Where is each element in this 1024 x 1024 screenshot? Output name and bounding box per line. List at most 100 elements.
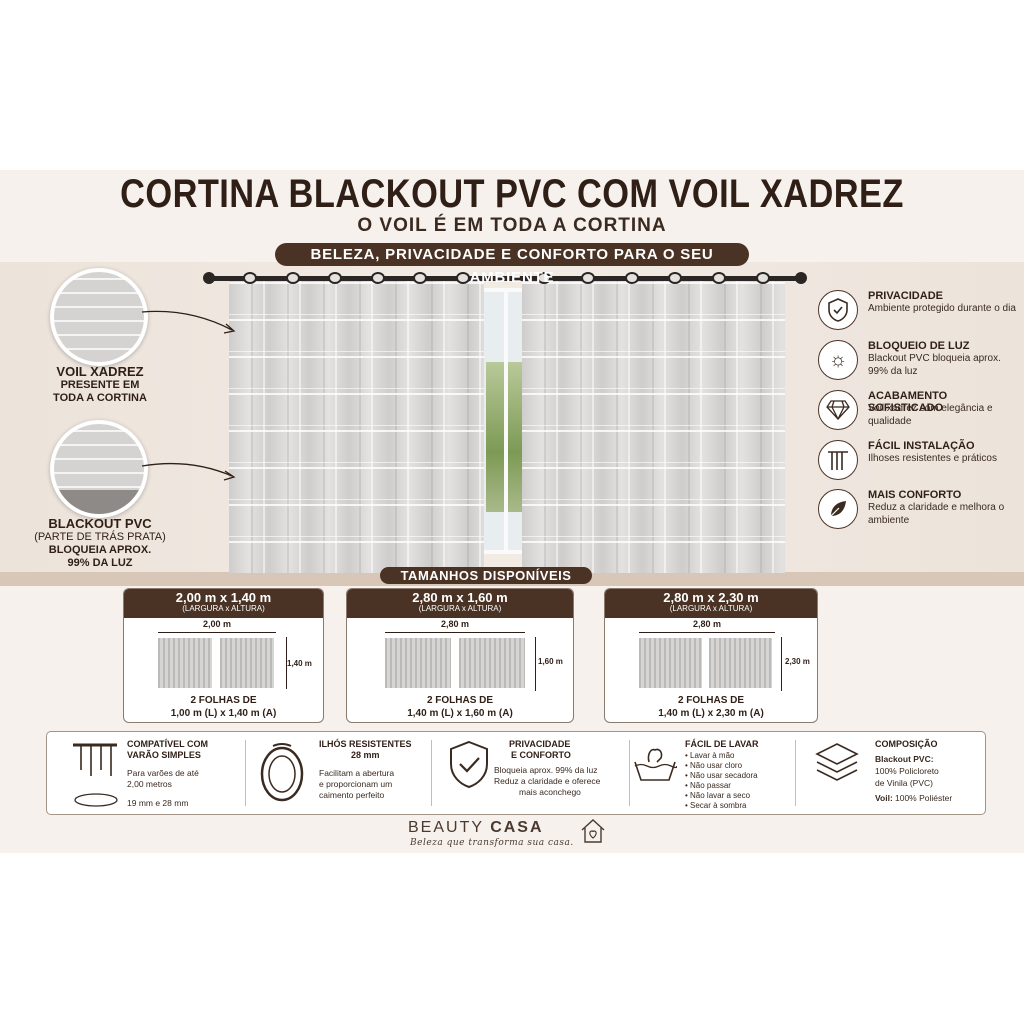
benefits-pill: BELEZA, PRIVACIDADE E CONFORTO PARA O SE… [275, 243, 749, 286]
height-label: 2,30 m [785, 657, 810, 666]
feature-instalacao: FÁCIL INSTALAÇÃO Ilhoses resistentes e p… [818, 440, 1018, 486]
size-sublabel: (LARGURA x ALTURA) [669, 604, 753, 613]
comp-line: de Vinila (PVC) [875, 778, 933, 788]
width-label: 2,80 m [440, 619, 470, 629]
comp-voil-label: Voil: [875, 793, 893, 803]
feature-privacidade: PRIVACIDADE Ambiente protegido durante o… [818, 290, 1018, 336]
info-desc: caimento perfeito [319, 790, 385, 800]
info-desc: Reduz a claridade e oferece [494, 776, 601, 786]
folha-size: 1,40 m (L) x 1,60 m (A) [407, 708, 513, 719]
info-title: PRIVACIDADE [509, 739, 571, 749]
divider [245, 740, 246, 806]
hand-wash-icon [634, 748, 677, 781]
brand-logo: BEAUTY CASA [408, 819, 544, 837]
width-line [385, 632, 525, 633]
shield-icon [450, 740, 488, 789]
voil-line1: PRESENTE EM [60, 379, 140, 391]
feature-title: FÁCIL INSTALAÇÃO [868, 440, 975, 452]
folha-size: 1,00 m (L) x 1,40 m (A) [170, 708, 277, 719]
voil-line2: TODA A CORTINA [53, 392, 147, 404]
folhas-label: 2 FOLHAS DE [190, 695, 257, 706]
curtain-rod [206, 276, 804, 281]
rod-finial-right [795, 272, 807, 284]
care-item: • Não usar cloro [685, 761, 743, 770]
info-lavar: FÁCIL DE LAVAR • Lavar à mão • Não usar … [629, 732, 795, 814]
divider [629, 740, 630, 806]
care-item: • Lavar à mão [685, 751, 735, 760]
folha-size: 1,40 m (L) x 2,30 m (A) [658, 708, 764, 719]
info-title: FÁCIL DE LAVAR [685, 739, 759, 749]
mini-panel [158, 638, 212, 688]
width-line [639, 632, 775, 633]
curtain-rod-icon [818, 440, 858, 480]
info-bar: COMPATÍVEL COM VARÃO SIMPLES Para varões… [46, 731, 986, 815]
product-title: CORTINA BLACKOUT PVC COM VOIL XADREZ [120, 172, 904, 216]
height-label: 1,60 m [538, 657, 563, 666]
info-title: VARÃO SIMPLES [127, 750, 201, 760]
folhas-label: 2 FOLHAS DE [677, 695, 745, 706]
size-label: 2,80 m x 1,60 m [412, 590, 508, 605]
blackout-line1: (PARTE DE TRÁS PRATA) [34, 531, 166, 543]
feature-acabamento: ACABAMENTO SOFISTICADO Voil xadrez com e… [818, 390, 1018, 436]
height-line [535, 637, 536, 691]
divider [431, 740, 432, 806]
voil-closeup [50, 268, 148, 366]
blackout-line2: BLOQUEIA APROX. [48, 544, 152, 556]
blackout-title: BLACKOUT PVC [48, 516, 152, 531]
mini-panel [709, 638, 772, 688]
mini-panel [385, 638, 451, 688]
info-title: 28 mm [351, 750, 380, 760]
feature-desc: Reduz a claridade e melhora o ambiente [868, 502, 1005, 526]
width-line [158, 632, 276, 633]
info-compat: COMPATÍVEL COM VARÃO SIMPLES Para varões… [47, 732, 245, 814]
size-sublabel: (LARGURA x ALTURA) [418, 604, 502, 613]
height-label: 1,40 m [287, 659, 312, 668]
feature-conforto: MAIS CONFORTO Reduz a claridade e melhor… [818, 489, 1018, 535]
eyelets-left [229, 272, 484, 286]
comp-line: Blackout PVC: [875, 754, 934, 764]
arrow-icon [141, 310, 236, 334]
mini-panel [220, 638, 274, 688]
mini-panel [639, 638, 702, 688]
size-label: 2,00 m x 1,40 m [175, 590, 272, 605]
comp-voil-value: 100% Poliéster [895, 793, 953, 803]
info-desc: Para varões de até [127, 768, 199, 778]
blackout-line3: 99% DA LUZ [67, 557, 133, 569]
info-title: COMPATÍVEL COM [127, 739, 208, 749]
rod-finial-left [203, 272, 215, 284]
feature-desc: Ilhoses resistentes e práticos [868, 453, 997, 464]
layers-icon [815, 743, 859, 781]
leaf-icon [818, 489, 858, 529]
size-label: 2,80 m x 2,30 m [663, 590, 759, 605]
feature-bloqueio: ☼ BLOQUEIO DE LUZ Blackout PVC bloqueia … [818, 340, 1018, 386]
info-title: ILHÓS RESISTENTES [319, 739, 412, 749]
diamond-icon [818, 390, 858, 430]
info-desc: e proporcionam um [319, 779, 393, 789]
house-heart-icon [581, 819, 605, 843]
curtain-panel-left [229, 276, 484, 573]
eyelets-right [522, 272, 785, 286]
feature-title: BLOQUEIO DE LUZ [868, 340, 970, 352]
blackout-closeup [50, 420, 148, 518]
voil-title: VOIL XADREZ [56, 364, 144, 379]
rod-hooks-icon [73, 743, 117, 776]
eyelet-icon [260, 743, 304, 802]
info-desc: 19 mm e 28 mm [127, 798, 189, 808]
info-composicao: COMPOSIÇÃO Blackout PVC: 100% Policloret… [795, 732, 985, 814]
info-ilhos: ILHÓS RESISTENTES 28 mm Facilitam a aber… [245, 732, 431, 814]
curtain-panel-right [522, 276, 785, 573]
brand-name-light: BEAUTY [408, 819, 484, 836]
mini-panel [459, 638, 525, 688]
info-privacidade: PRIVACIDADE E CONFORTO Bloqueia aprox. 9… [431, 732, 629, 814]
info-desc: Facilitam a abertura [319, 768, 395, 778]
size-option-2: 2,80 m x 1,60 m (LARGURA x ALTURA) 2,80 … [346, 588, 574, 723]
care-item: • Secar à sombra [685, 801, 747, 810]
feature-desc: Voil xadrez com elegância e qualidade [868, 403, 993, 427]
care-item: • Não passar [685, 781, 731, 790]
width-label: 2,80 m [692, 619, 722, 629]
brand-slogan: Beleza que transforma sua casa. [410, 838, 574, 848]
info-desc: 2,00 metros [127, 779, 172, 789]
info-desc: mais aconchego [519, 787, 581, 797]
size-option-3: 2,80 m x 2,30 m (LARGURA x ALTURA) 2,80 … [604, 588, 818, 723]
feature-desc: Ambiente protegido durante o dia [868, 303, 1016, 314]
